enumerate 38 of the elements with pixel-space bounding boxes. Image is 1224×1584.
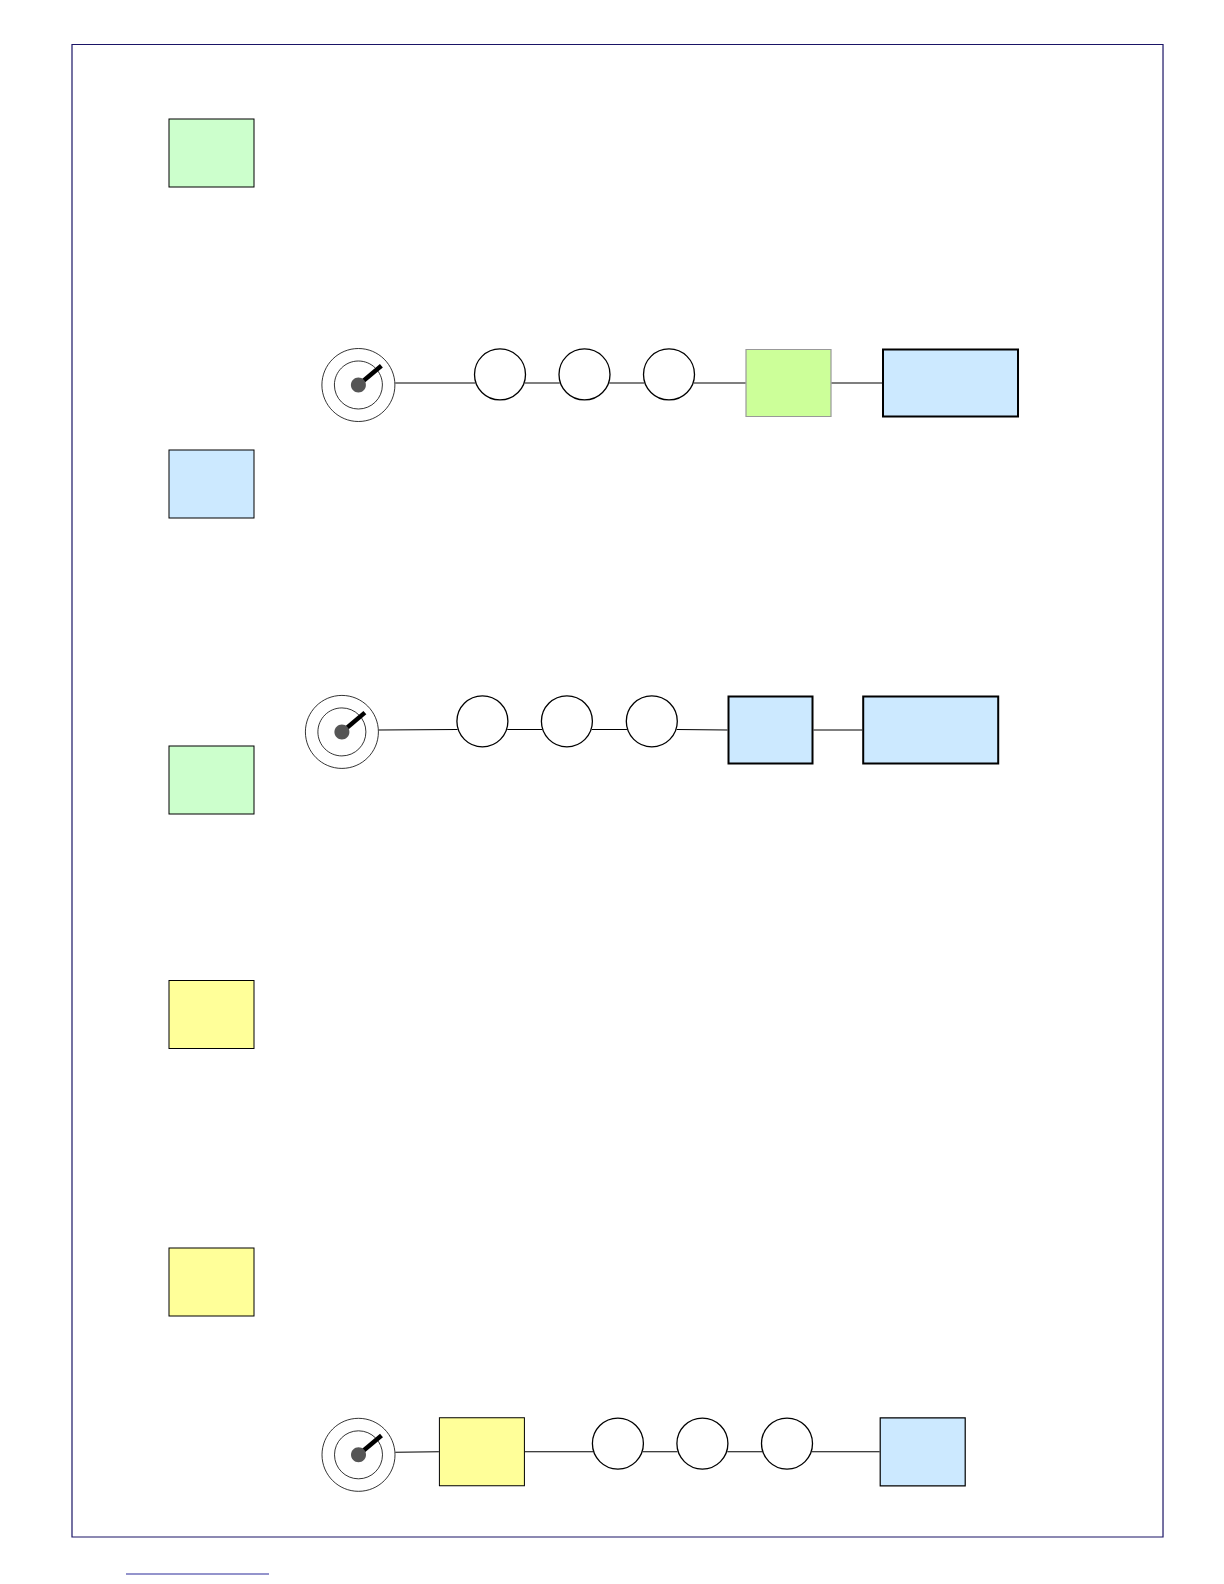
connector-line [524, 382, 561, 384]
connector-line [676, 728, 728, 731]
circle-node [760, 1417, 814, 1470]
square-box [168, 449, 255, 519]
circle-node [591, 1417, 645, 1470]
circle-node [456, 695, 509, 748]
dial-icon [321, 348, 396, 422]
square-box [168, 1247, 255, 1317]
square-box [168, 745, 255, 815]
connector-line [608, 382, 645, 384]
square-box [168, 980, 255, 1049]
connector-line [394, 1451, 440, 1453]
circle-node [676, 1417, 729, 1470]
connector-line [642, 1451, 679, 1453]
process-box [882, 348, 1019, 418]
circle-node [540, 695, 594, 748]
dial-icon [305, 695, 379, 769]
connector-line [813, 729, 863, 731]
connector-line [378, 728, 459, 731]
process-box [745, 348, 832, 418]
circle-node [473, 348, 527, 401]
connector-line [693, 382, 746, 384]
process-box [438, 1417, 525, 1487]
connector-line [726, 1451, 763, 1453]
connector-line [524, 1451, 594, 1453]
circle-node [558, 348, 611, 401]
dial-icon [321, 1417, 396, 1492]
circle-node [625, 695, 678, 748]
circle-node [642, 348, 696, 401]
connector-line [831, 382, 883, 384]
process-box [727, 695, 814, 765]
square-box [168, 118, 255, 188]
process-box [879, 1417, 966, 1487]
connector-line [811, 1451, 881, 1453]
process-box [862, 695, 1000, 765]
connector-line [591, 728, 628, 730]
connector-line [506, 728, 543, 730]
connector-line [394, 382, 476, 384]
